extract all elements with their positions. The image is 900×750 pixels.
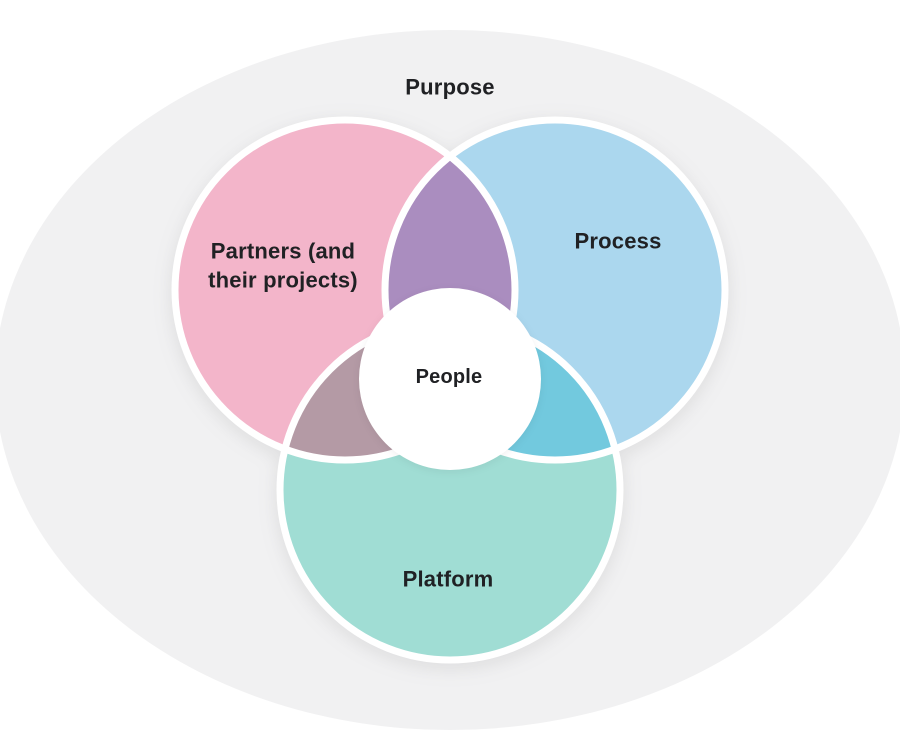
people-circle xyxy=(359,288,541,470)
platform-label: Platform xyxy=(402,566,494,592)
partners-circle-outline xyxy=(171,116,519,464)
purpose-label: Purpose xyxy=(405,74,495,100)
partners-label: Partners (and their projects) xyxy=(208,238,358,292)
venn-circles-group xyxy=(171,116,729,664)
process-circle-outline xyxy=(381,116,729,464)
people-label: People xyxy=(415,366,483,388)
process-label: Process xyxy=(574,228,662,254)
